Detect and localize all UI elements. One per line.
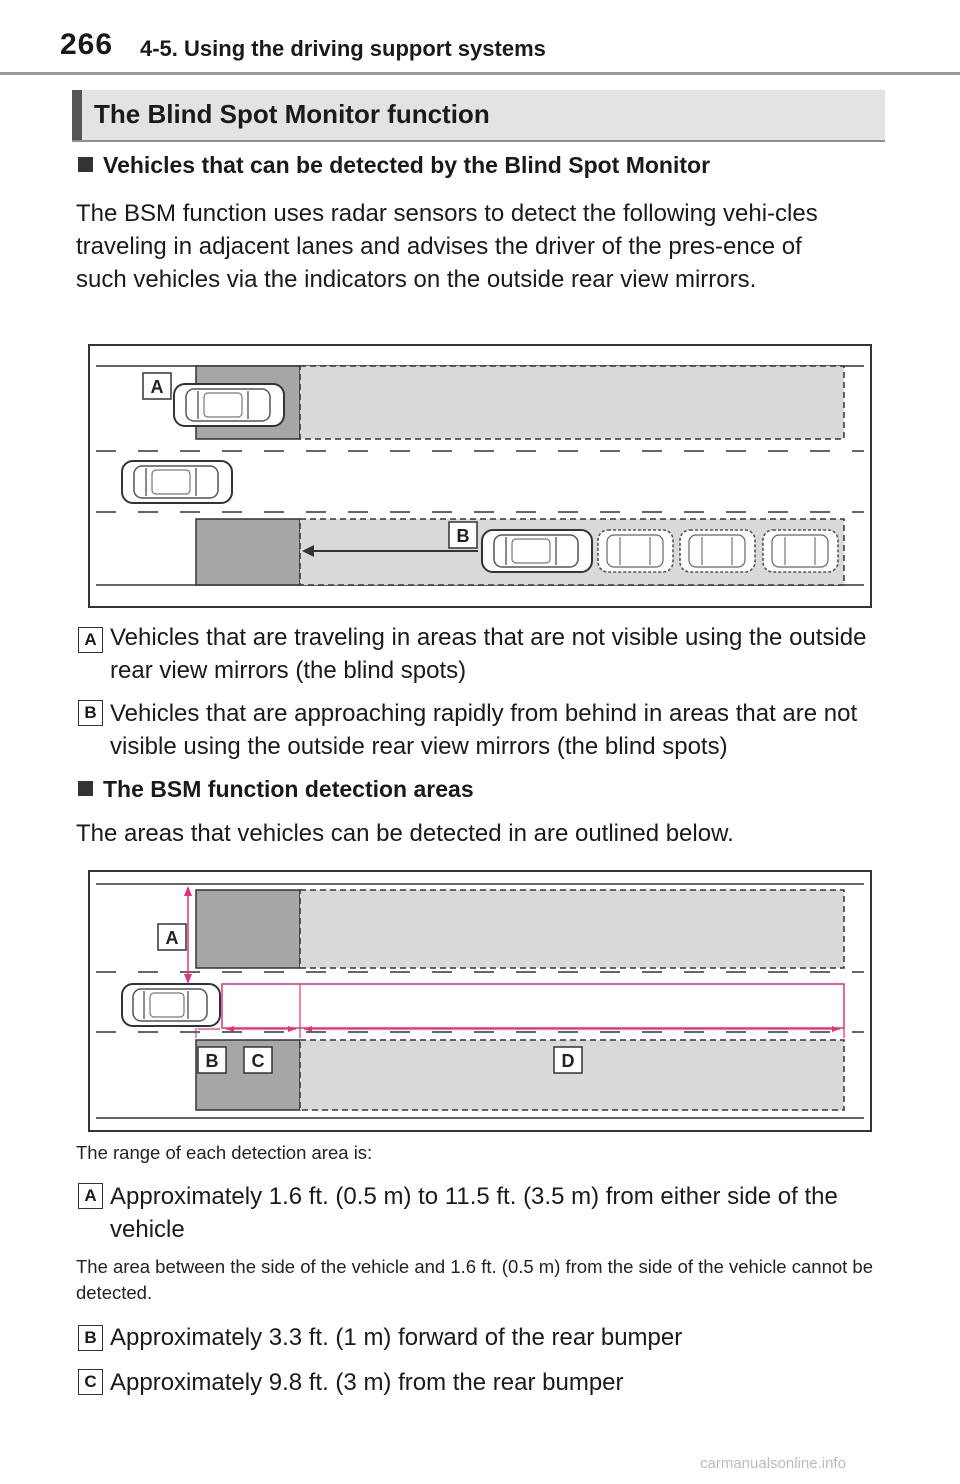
square-bullet-icon	[78, 157, 93, 172]
item-label-a: A	[78, 627, 103, 653]
header-divider	[0, 72, 960, 75]
footer-watermark: carmanualsonline.info	[700, 1455, 846, 1472]
figure-detectable-vehicles: A B	[88, 344, 872, 608]
subsection-heading-text: The BSM function detection areas	[103, 776, 474, 802]
subsection-heading-text: Vehicles that can be detected by the Bli…	[103, 152, 711, 178]
subsection-heading-detected-vehicles: Vehicles that can be detected by the Bli…	[78, 152, 710, 179]
figure-detection-areas: A B C D	[88, 870, 872, 1132]
range-text-a: Approximately 1.6 ft. (0.5 m) to 11.5 ft…	[110, 1183, 838, 1243]
range-note-a: The area between the side of the vehicle…	[76, 1256, 873, 1303]
chapter-title: 4-5. Using the driving support systems	[140, 36, 546, 61]
subsection-heading-detection-areas: The BSM function detection areas	[78, 776, 474, 803]
range-label-a: A	[78, 1183, 103, 1209]
figure1-label-b: B	[457, 526, 470, 546]
intro-paragraph: The BSM function uses radar sensors to d…	[76, 200, 818, 293]
figure2-label-c: C	[252, 1051, 265, 1071]
range-label-b: B	[78, 1325, 103, 1351]
figure2-label-d: D	[562, 1051, 575, 1071]
section-accent	[72, 90, 82, 140]
square-bullet-icon	[78, 781, 93, 796]
range-text-b: Approximately 3.3 ft. (1 m) forward of t…	[110, 1324, 683, 1351]
figure2-label-b: B	[206, 1051, 219, 1071]
areas-paragraph: The areas that vehicles can be detected …	[76, 820, 734, 847]
item-text-b: Vehicles that are approaching rapidly fr…	[110, 700, 858, 760]
figure1-label-a: A	[151, 377, 164, 397]
range-intro: The range of each detection area is:	[76, 1142, 373, 1163]
section-title-bar: The Blind Spot Monitor function	[72, 90, 885, 142]
page-number: 266	[60, 28, 114, 61]
range-label-c: C	[78, 1369, 103, 1395]
item-label-b: B	[78, 700, 103, 726]
figure2-label-a: A	[166, 928, 179, 948]
section-title: The Blind Spot Monitor function	[94, 99, 490, 129]
item-text-a: Vehicles that are traveling in areas tha…	[110, 624, 867, 684]
range-text-c: Approximately 9.8 ft. (3 m) from the rea…	[110, 1369, 624, 1396]
